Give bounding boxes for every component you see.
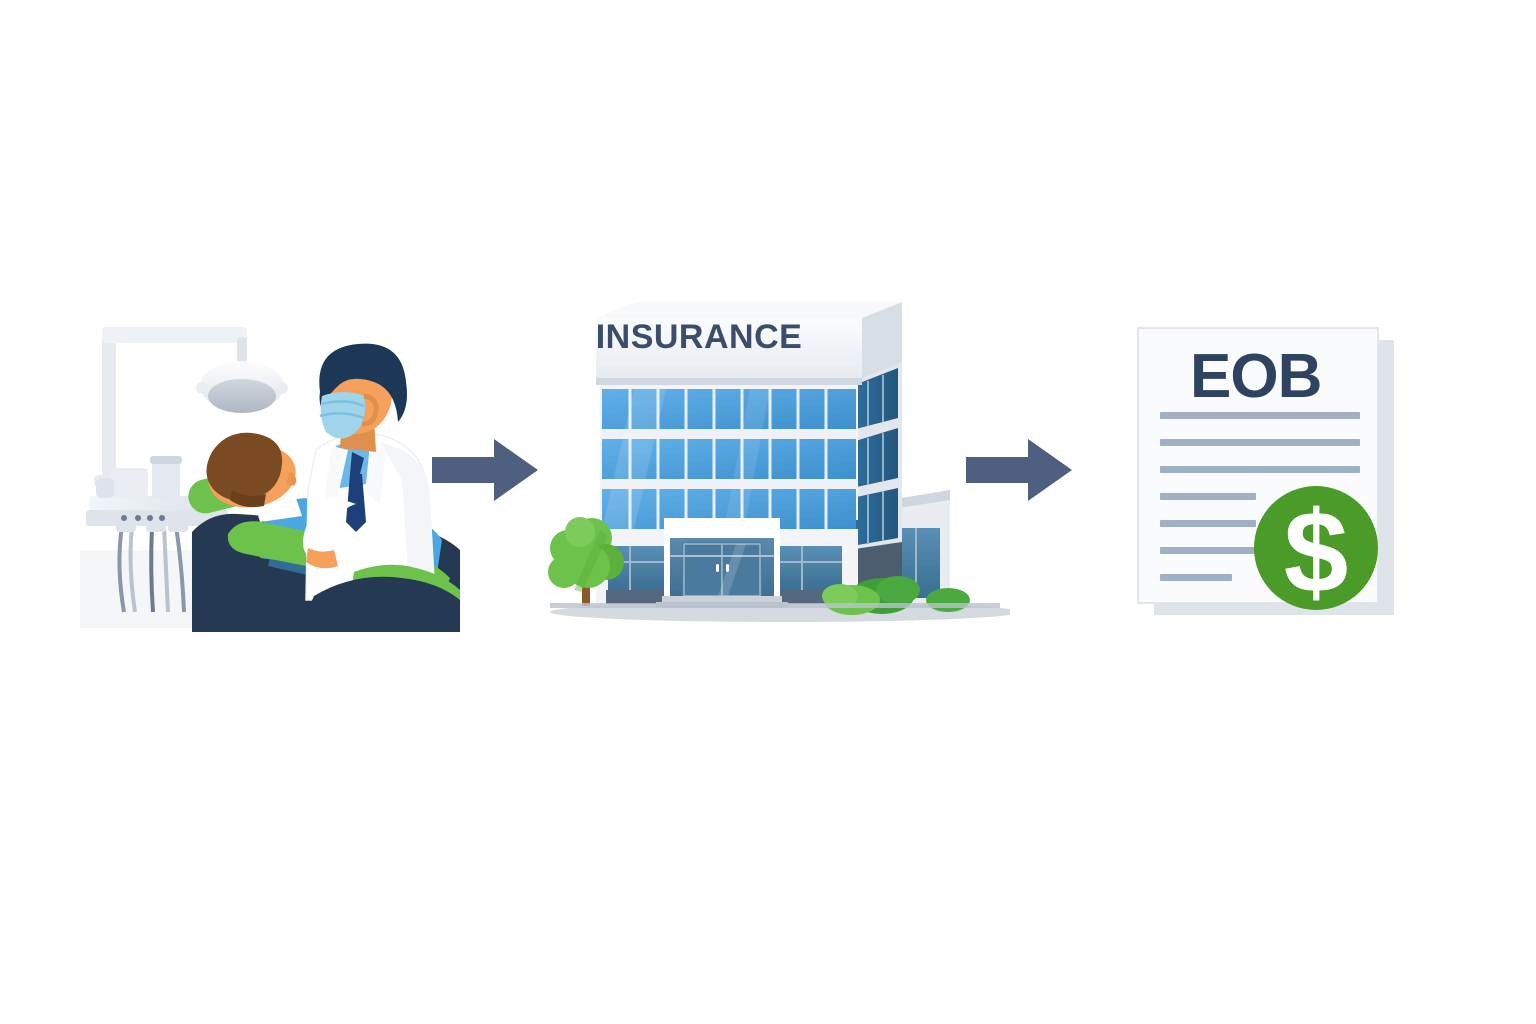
dollar-badge: $ [1254,486,1378,617]
dollar-badge-circle [1254,486,1378,610]
dental-office-illustration [80,327,460,632]
dentist-tie [346,474,366,532]
building-sign-band [596,302,902,385]
flow-arrow-1 [432,437,540,503]
dental-cabinet [86,456,228,613]
eob-document-scene: $ EOB [1120,300,1440,640]
insurance-building-illustration [548,302,1020,622]
eob-title: EOB [1190,342,1322,411]
dental-lamp [94,327,288,487]
dentist-hair [319,343,407,422]
bush-far-right [926,588,970,612]
flow-arrow-2 [966,437,1074,503]
eob-line-4 [1160,493,1256,500]
flow-arrow-2-icon [966,439,1072,501]
patient-hair [206,432,283,501]
eob-line-5 [1160,520,1256,527]
eob-line-2 [1160,439,1360,446]
dental-office-scene [80,300,460,632]
window-grid [602,389,856,529]
dentist-hand [306,548,338,569]
entrance-door-left[interactable] [683,543,723,597]
door-handle-right [726,564,729,572]
eob-text-lines [1160,412,1360,581]
door-handle-left [716,564,719,572]
eob-line-6 [1160,547,1256,554]
building-front-facade [600,385,858,529]
insurance-building-scene: INSURANCE [530,300,1020,632]
dentist-arm [303,496,356,560]
insurance-sign-label: INSURANCE [595,318,803,356]
lamp-reflector [208,379,276,413]
flow-arrow-1-icon [432,439,538,501]
eob-line-7 [1160,574,1232,581]
tree-foliage [548,517,624,592]
tree [548,517,624,606]
chair-lower-base [300,576,460,628]
dollar-sign-glyph: $ [1284,487,1349,617]
building-ground-floor [596,518,858,608]
eob-document-illustration: $ [1137,327,1394,617]
eob-line-3 [1160,466,1360,473]
storefront-window-right [780,546,842,592]
dentist-figure [303,343,436,601]
eob-line-1 [1160,412,1360,419]
